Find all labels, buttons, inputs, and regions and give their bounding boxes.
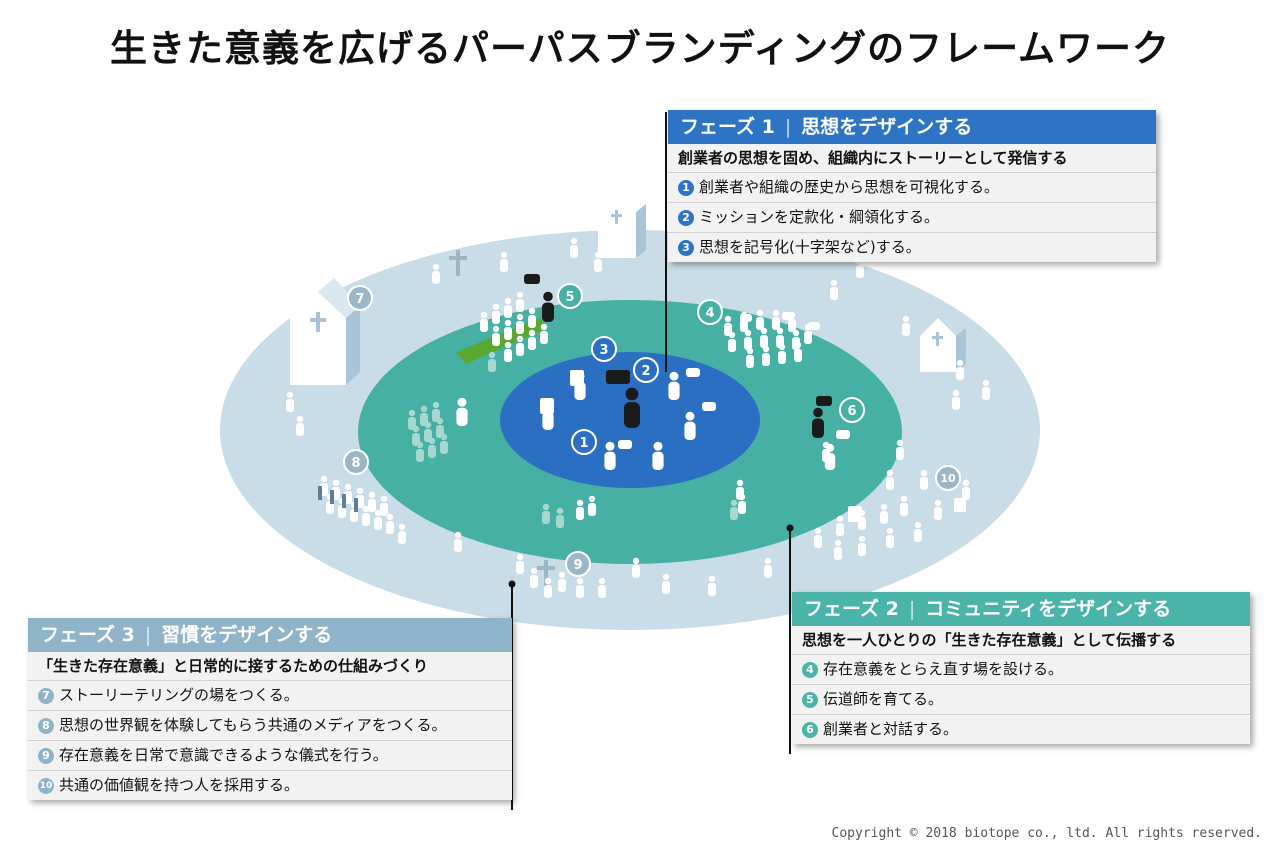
- phase2-label: フェーズ 2: [804, 598, 899, 620]
- marker-8: 8: [343, 449, 369, 475]
- phase2-subtitle: 思想を一人ひとりの「生きた存在意義」として伝播する: [792, 626, 1250, 655]
- church-icon: [920, 318, 966, 372]
- phase3-name: 習慣をデザインする: [161, 624, 333, 646]
- church-icon: [598, 192, 646, 258]
- copyright: Copyright © 2018 biotope co., ltd. All r…: [831, 826, 1262, 841]
- carpet: [456, 318, 548, 364]
- svg-text:1: 1: [579, 436, 588, 451]
- phase1-label: フェーズ 1: [680, 116, 775, 138]
- cross-icon: [449, 250, 467, 276]
- page-title: 生きた意義を広げるパーパスブランディングのフレームワーク: [110, 27, 1170, 70]
- marker-9: 9: [565, 551, 591, 577]
- phase2-name: コミュニティをデザインする: [925, 598, 1172, 620]
- svg-text:5: 5: [565, 290, 574, 305]
- marker-7: 7: [347, 285, 373, 311]
- phase3-header: フェーズ 3|習慣をデザインする: [28, 618, 512, 652]
- svg-text:8: 8: [351, 456, 360, 471]
- church-icon: [290, 278, 360, 385]
- marker-6: 6: [839, 397, 865, 423]
- phase2-panel: フェーズ 2|コミュニティをデザインする 思想を一人ひとりの「生きた存在意義」と…: [792, 592, 1250, 744]
- svg-text:4: 4: [705, 306, 714, 321]
- sign-board: [540, 370, 584, 414]
- phase1-name: 思想をデザインする: [801, 116, 973, 138]
- phase3-panel: フェーズ 3|習慣をデザインする 「生きた存在意義」と日常的に接するための仕組み…: [28, 618, 512, 800]
- phase1-subtitle: 創業者の思想を固め、組織内にストーリーとして発信する: [668, 144, 1156, 173]
- marker-4: 4: [697, 299, 723, 325]
- cross-icon: [537, 560, 555, 586]
- phase3-label: フェーズ 3: [40, 624, 135, 646]
- marker-5: 5: [557, 283, 583, 309]
- marker-1: 1: [571, 429, 597, 455]
- svg-text:7: 7: [355, 292, 364, 307]
- svg-text:2: 2: [641, 364, 650, 379]
- svg-text:3: 3: [599, 343, 608, 358]
- svg-text:9: 9: [573, 558, 582, 573]
- phase3-subtitle: 「生きた存在意義」と日常的に接するための仕組みづくり: [28, 652, 512, 681]
- marker-10: 10: [935, 465, 961, 491]
- svg-text:10: 10: [940, 472, 956, 485]
- marker-3: 3: [591, 336, 617, 362]
- marker-2: 2: [633, 357, 659, 383]
- speech-bubbles: [524, 274, 966, 522]
- phase1-panel: フェーズ 1|思想をデザインする 創業者の思想を固め、組織内にストーリーとして発…: [668, 110, 1156, 262]
- choir-shadow: [318, 486, 358, 512]
- svg-text:6: 6: [847, 404, 856, 419]
- phase2-header: フェーズ 2|コミュニティをデザインする: [792, 592, 1250, 626]
- phase1-header: フェーズ 1|思想をデザインする: [668, 110, 1156, 144]
